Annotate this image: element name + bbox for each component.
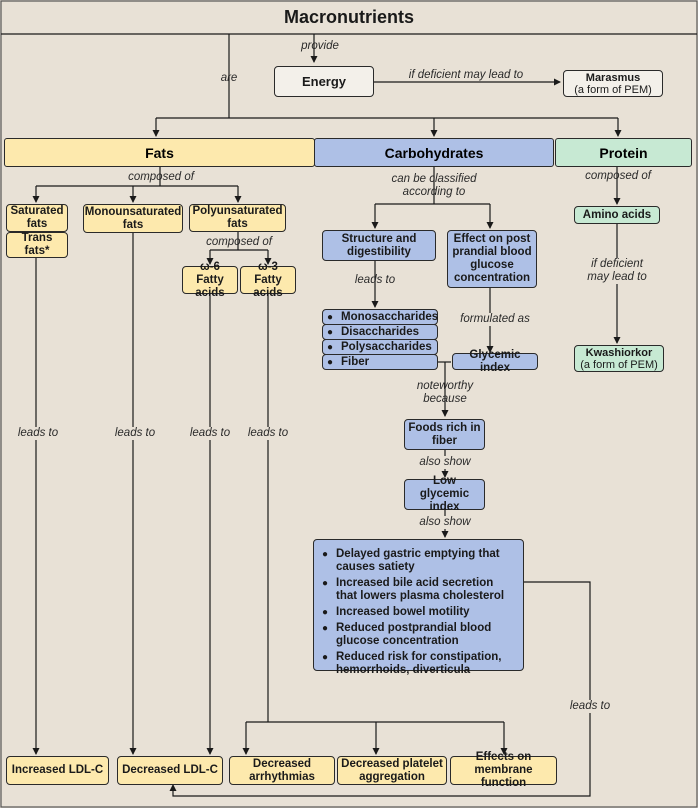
label-leads-to-4: leads to: [246, 427, 290, 440]
protein-category: Protein: [555, 138, 692, 167]
label-provide: provide: [301, 40, 339, 52]
polyunsaturated-text: Polyunsaturated fats: [192, 205, 283, 230]
increased-ldl-node: Increased LDL-C: [6, 756, 109, 785]
foods-fiber-text: Foods rich in fiber: [408, 421, 481, 447]
carb-type-text: Polysaccharides: [327, 341, 433, 354]
page-title: Macronutrients: [283, 6, 415, 27]
kwashiorkor-note: (a form of PEM): [580, 358, 658, 371]
glycemic-index-text: Glycemic index: [469, 348, 521, 374]
carb-type-text: Disaccharides: [327, 326, 433, 339]
foods-rich-fiber-node: Foods rich in fiber: [404, 419, 485, 450]
label-formulated-as: formulated as: [455, 313, 535, 326]
effects-membrane-node: Effects on membrane function: [450, 751, 557, 789]
benefit-item: Reduced postprandial blood glucose conce…: [322, 622, 517, 648]
carb-type-text: Fiber: [327, 356, 433, 369]
decreased-ldl-node: Decreased LDL-C: [117, 756, 223, 785]
dec-arrhythmias-text: Decreased arrhythmias: [249, 757, 315, 783]
structure-text: Structure and digestibility: [341, 232, 417, 258]
inc-ldl-text: Increased LDL-C: [11, 764, 104, 776]
carb-type-fiber: Fiber: [322, 354, 438, 370]
trans-text: Trans fats*: [21, 232, 53, 257]
label-also-show-2: also show: [416, 516, 474, 529]
carb-type-polysaccharides: Polysaccharides: [322, 339, 438, 355]
label-protein-composed: composed of: [585, 170, 651, 182]
kwashiorkor-text: Kwashiorkor: [585, 346, 653, 359]
decreased-arrhythmias-node: Decreased arrhythmias: [229, 756, 335, 785]
label-leads-to-3: leads to: [188, 427, 232, 440]
energy-text: Energy: [301, 74, 347, 89]
polyunsaturated-node: Polyunsaturated fats: [189, 204, 286, 232]
omega6-node: ω-6 Fatty acids: [182, 261, 238, 299]
fats-text: Fats: [145, 144, 174, 161]
omega3-node: ω-3 Fatty acids: [240, 261, 296, 299]
structure-node: Structure and digestibility: [322, 230, 436, 261]
benefit-item: Increased bowel motility: [322, 606, 517, 619]
label-leads-to-1: leads to: [16, 427, 60, 440]
benefit-item: Increased bile acid secretion that lower…: [322, 577, 517, 603]
omega6-text: ω-6 Fatty acids: [195, 260, 225, 299]
monounsaturated-node: Monounsaturated fats: [83, 204, 183, 233]
effect-node: Effect on post prandial blood glucose co…: [447, 230, 537, 288]
carbohydrates-category: Carbohydrates: [314, 138, 554, 167]
carb-type-monosaccharides: Monosaccharides: [322, 309, 438, 325]
amino-acids-node: Amino acids: [574, 206, 660, 224]
label-carb-leads-to: leads to: [354, 274, 396, 286]
marasmus-node: Marasmus (a form of PEM): [563, 70, 663, 97]
saturated-text: Saturated fats: [10, 205, 64, 230]
carbohydrates-text: Carbohydrates: [384, 144, 484, 161]
benefit-item: Delayed gastric emptying that causes sat…: [322, 548, 517, 574]
glycemic-index-node: Glycemic index: [452, 349, 538, 374]
monounsaturated-text: Monounsaturated fats: [84, 205, 182, 231]
marasmus-text: Marasmus: [585, 71, 641, 84]
kwashiorkor-node: Kwashiorkor (a form of PEM): [574, 345, 664, 372]
effect-text: Effect on post prandial blood glucose co…: [452, 233, 532, 284]
label-poly-composed: composed of: [206, 236, 272, 248]
benefit-item: Reduced risk for constipation, hemorrhoi…: [322, 651, 517, 677]
fiber-benefits-list: Delayed gastric emptying that causes sat…: [313, 539, 524, 676]
label-if-deficient-may: if deficient may lead to: [586, 258, 648, 284]
dec-platelet-text: Decreased platelet aggregation: [341, 757, 443, 783]
fats-category: Fats: [4, 138, 315, 167]
carb-type-disaccharides: Disaccharides: [322, 324, 438, 340]
label-also-show-1: also show: [416, 456, 474, 469]
dec-ldl-text: Decreased LDL-C: [122, 764, 218, 776]
amino-text: Amino acids: [582, 208, 652, 221]
low-glycemic-index-node: Low glycemic index: [404, 475, 485, 513]
carb-type-text: Monosaccharides: [327, 311, 438, 324]
label-leads-to-2: leads to: [113, 427, 157, 440]
decreased-platelet-node: Decreased platelet aggregation: [337, 756, 447, 785]
saturated-fats-node: Saturated fats: [6, 204, 68, 232]
omega3-text: ω-3 Fatty acids: [253, 260, 283, 299]
label-leads-to-right: leads to: [568, 700, 612, 713]
label-fats-composed: composed of: [128, 171, 194, 183]
label-if-deficient: if deficient may lead to: [408, 69, 524, 81]
trans-fats-node: Trans fats*: [6, 232, 68, 258]
label-noteworthy: noteworthy because: [416, 380, 474, 405]
low-gi-text: Low glycemic index: [419, 475, 470, 513]
energy-node: Energy: [274, 66, 374, 97]
marasmus-note: (a form of PEM): [574, 83, 652, 96]
effects-membrane-text: Effects on membrane function: [474, 751, 533, 789]
label-classified: can be classified according to: [391, 173, 477, 198]
protein-text: Protein: [599, 144, 648, 161]
label-are: are: [220, 72, 238, 84]
